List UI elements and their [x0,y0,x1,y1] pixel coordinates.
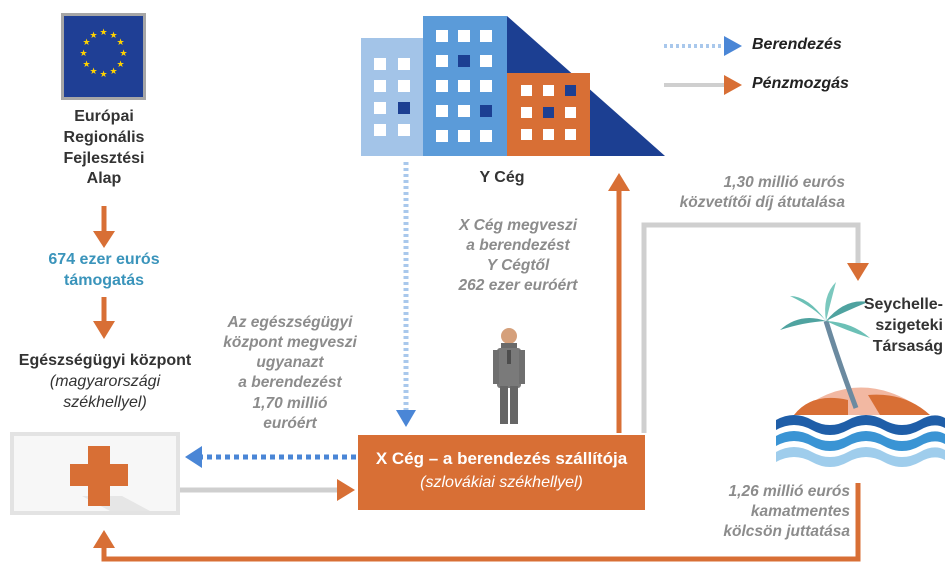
health-center-label: Egészségügyi központ (magyarországi szék… [0,351,210,413]
equipment-y-to-x-arrow [396,162,416,427]
x-purchase-line: X Cég megveszi [458,217,578,234]
x-company-box: X Cég – a berendezés szállítója (szlovák… [358,435,645,510]
health-center-sub: székhellyel) [63,393,147,411]
businessman-icon [493,328,525,424]
grant-line: támogatás [63,271,145,289]
x-company-sub: (szlovákiai székhellyel) [420,474,583,491]
health-purchase-line: a berendezést [238,374,342,392]
svg-text:★: ★ [89,31,97,41]
fund-line: Alap [86,170,122,188]
legend-equipment-arrow [664,36,742,56]
island-icon [776,282,945,467]
svg-text:★: ★ [109,67,117,77]
fee-label: 1,30 millió eurós közvetítői díj átutalá… [645,173,845,213]
health-purchase-line: Az egészségügyi [227,314,353,331]
fund-line: Fejlesztési [63,149,145,167]
loan-line: kölcsön juttatása [723,523,850,541]
seychelles-line: Seychelle- [863,296,943,313]
svg-text:★: ★ [89,67,97,77]
x-purchase-line: Y Cégtől [486,257,550,275]
seychelles-line: szigeteki [875,316,943,334]
fund-to-grant-arrow [93,206,115,248]
y-company-label: Y Cég [479,169,525,186]
svg-text:★: ★ [116,60,124,70]
health-purchase-line: 1,70 millió [252,394,328,412]
svg-text:★: ★ [79,49,87,59]
grant-line: 674 ezer eurós [48,251,160,268]
fund-line: Regionális [63,128,145,146]
loan-line: 1,26 millió eurós [728,483,850,500]
svg-text:★: ★ [82,60,90,70]
seychelles-label: Seychelle- szigeteki Társaság [838,295,943,357]
x-purchase-line: 262 ezer euróért [458,277,578,295]
eu-flag-icon: ★ ★ ★ ★ ★ ★ ★ ★ ★ ★ ★ ★ [61,13,146,100]
svg-text:★: ★ [116,38,124,48]
svg-text:★: ★ [109,31,117,41]
health-purchase-label: Az egészségügyi központ megveszi ugyanaz… [200,313,380,434]
equipment-x-to-health-arrow [185,446,356,468]
svg-text:★: ★ [82,38,90,48]
health-center-name: Egészségügyi központ [18,352,192,369]
medical-cross-icon [10,432,180,515]
svg-text:★: ★ [99,28,107,38]
health-purchase-line: ugyanazt [256,354,324,372]
money-x-to-y-arrow [608,173,630,433]
legend-money-arrow [664,75,742,95]
svg-text:★: ★ [99,70,107,80]
money-health-to-x-arrow [180,479,355,501]
fund-line: Európai [74,108,134,125]
grant-label: 674 ezer eurós támogatás [20,250,188,292]
fund-label: Európai Regionális Fejlesztési Alap [30,107,178,190]
svg-text:★: ★ [119,49,127,59]
x-purchase-line: a berendezést [466,237,570,255]
loan-line: kamatmentes [750,503,850,521]
money-loan-arrow [93,483,861,562]
loan-label: 1,26 millió eurós kamatmentes kölcsön ju… [670,482,850,542]
legend-money-label: Pénzmozgás [752,75,849,92]
x-company-title: X Cég – a berendezés szállítója [375,449,628,468]
money-fee-arrow [641,222,869,433]
seychelles-line: Társaság [872,337,943,355]
health-purchase-line: központ megveszi [223,334,357,352]
x-purchase-label: X Cég megveszi a berendezést Y Cégtől 26… [428,216,608,297]
fee-line: közvetítői díj átutalása [679,194,845,212]
legend-equipment-label: Berendezés [752,36,842,53]
grant-to-health-arrow [93,297,115,339]
fee-line: 1,30 millió eurós [723,174,845,191]
health-center-sub: (magyarországi [49,372,161,390]
buildings-icon [361,16,665,156]
health-purchase-line: euróért [263,414,317,432]
